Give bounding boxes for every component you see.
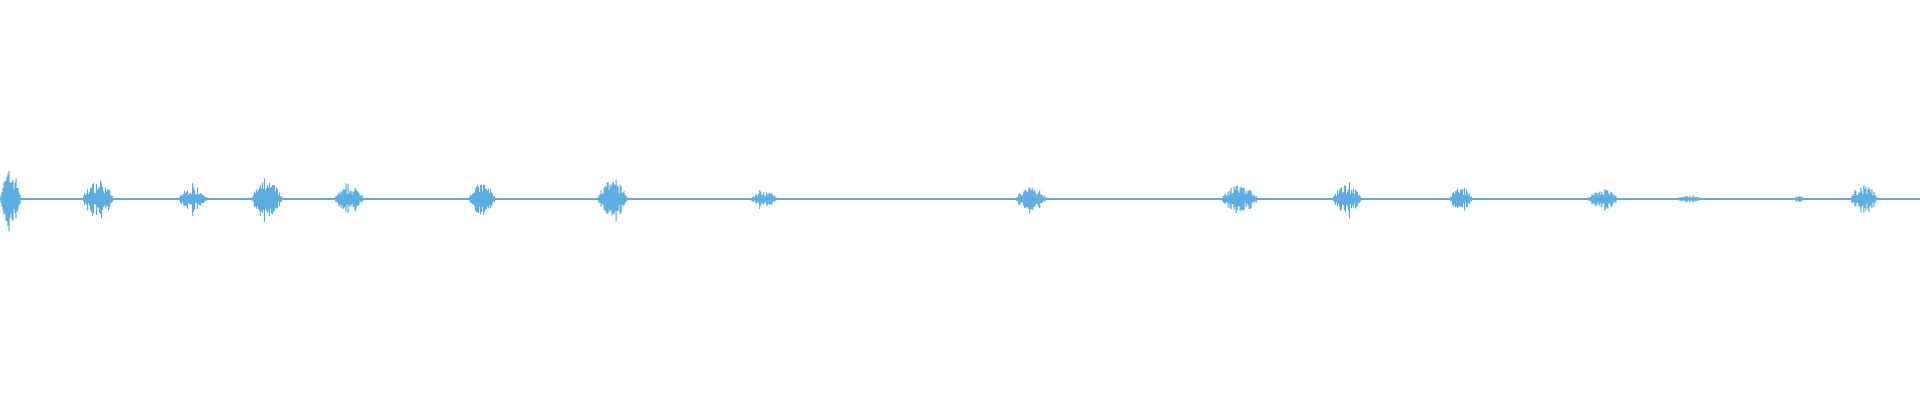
waveform-burst — [1674, 195, 1705, 203]
waveform-burst — [751, 190, 778, 209]
waveform-burst — [1332, 182, 1362, 219]
waveform-burst — [468, 184, 496, 215]
waveform-burst — [0, 171, 22, 232]
waveform-burst — [1793, 196, 1805, 203]
waveform-burst — [251, 178, 283, 222]
waveform-burst — [334, 183, 365, 213]
waveform-burst — [597, 179, 628, 222]
waveform-burst — [1449, 188, 1474, 211]
waveform-burst — [1588, 189, 1619, 211]
waveform-burst — [178, 183, 208, 217]
waveform-bursts — [0, 171, 1878, 232]
waveform-burst — [1221, 185, 1258, 214]
waveform-burst — [1016, 187, 1047, 213]
waveform-burst — [82, 180, 114, 219]
waveform-burst — [1851, 185, 1878, 213]
